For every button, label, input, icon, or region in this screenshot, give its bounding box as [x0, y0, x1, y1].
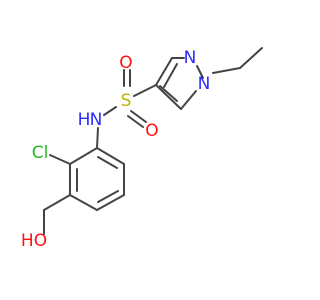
bond-c6-c1: [96, 147, 125, 165]
bond-c3-c4: [155, 84, 182, 110]
atom-nh-h-label: H: [78, 110, 91, 130]
bond-c6-c1-double: [97, 156, 118, 169]
bond-c4-s: [133, 84, 157, 97]
bond-nh-c1: [96, 127, 99, 149]
bond-c3-c4b: [69, 194, 98, 211]
bond-s-o2-b: [127, 115, 144, 128]
bond-c2-cl: [49, 154, 71, 165]
bond-c4b-c5b-double: [97, 190, 119, 203]
bond-n1-n2: [196, 65, 204, 79]
molecule-structure: N N S O O N H Cl HO: [21, 47, 263, 251]
bond-c4-c5-double: [163, 63, 178, 88]
bond-c4-c5: [155, 57, 173, 86]
atom-n1-label: N: [184, 48, 197, 68]
bond-ethyl: [239, 47, 263, 69]
atom-nh-n-label: N: [90, 110, 103, 130]
molecule-canvas: N N S O O N H Cl HO: [20, 47, 263, 251]
bond-s-nh: [103, 106, 117, 116]
atom-n2-label: N: [198, 74, 211, 94]
bond-n2-c3: [180, 90, 197, 110]
bond-c3-ch2: [43, 194, 71, 211]
atom-oh-label: HO: [21, 231, 47, 251]
bond-s-o2-a: [130, 110, 147, 123]
bond-c4b-c5b: [96, 194, 125, 211]
bond-c1-c2: [69, 147, 98, 165]
atom-s-label: S: [121, 91, 132, 111]
atom-cl-label: Cl: [32, 143, 49, 163]
atom-o1-label: O: [119, 53, 132, 73]
atom-o2-label: O: [145, 121, 158, 141]
bond-n2-ethyl: [212, 67, 241, 74]
bond-c3-c4-double: [159, 85, 178, 102]
